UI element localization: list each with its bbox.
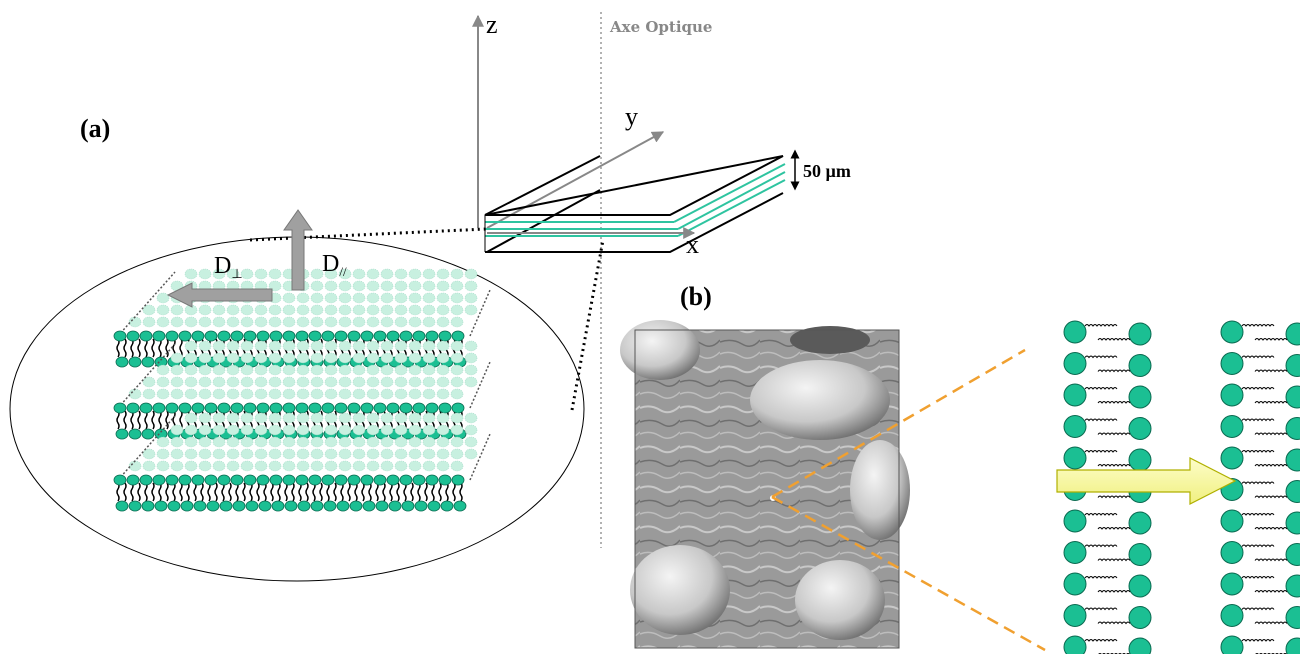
- panel-label-b: (b): [680, 282, 712, 311]
- zoom-line-orange-top: [771, 348, 1026, 499]
- d-perp-main: D: [214, 253, 232, 279]
- sample-slab: [484, 155, 786, 253]
- panel-label-a: (a): [80, 114, 111, 143]
- zoom-line-orange-bottom: [771, 495, 1046, 652]
- y-axis: [486, 131, 665, 229]
- d-par-subscript: //: [339, 264, 347, 279]
- d-par-main: D: [322, 251, 340, 277]
- axis-label-z: z: [486, 10, 498, 39]
- zoom-line-top: [249, 227, 487, 242]
- axis-label-y: y: [625, 102, 638, 131]
- freeze-fracture-image: [620, 320, 910, 649]
- d-par-arrow: [283, 209, 313, 291]
- zoom-line-bottom: [570, 239, 605, 411]
- d-par-label: D//: [322, 252, 347, 278]
- d-perp-subscript: ⊥: [231, 266, 243, 281]
- lipid-bilayer-stack: [113, 268, 491, 512]
- axis-label-x: x: [686, 230, 699, 259]
- bilayer-layer: [113, 340, 491, 440]
- bilayer-column: [1220, 320, 1300, 654]
- optical-axis-label: Axe Optique: [610, 18, 713, 36]
- bilayer-layer: [113, 412, 491, 512]
- yellow-flow-arrow: [1056, 457, 1237, 505]
- bilayer-layer: [113, 268, 491, 368]
- thickness-label: 50 µm: [803, 161, 851, 181]
- d-perp-label: D⊥: [214, 254, 243, 280]
- d-perp-arrow: [166, 282, 273, 308]
